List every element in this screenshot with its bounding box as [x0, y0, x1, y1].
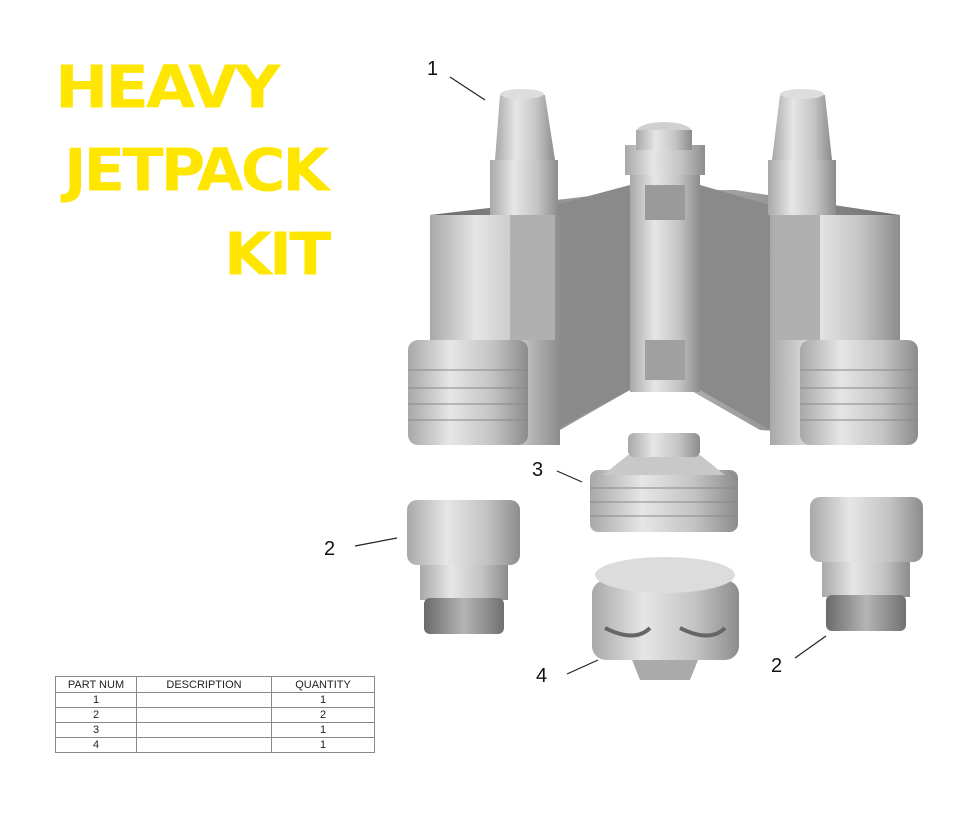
part-num: 2 — [55, 707, 137, 723]
part-num: 4 — [55, 737, 137, 753]
part-4 — [592, 557, 739, 680]
callout-2-left: 2 — [324, 538, 336, 560]
header-description: DESCRIPTION — [136, 676, 272, 693]
title-jetpack: JETPACK — [64, 135, 330, 205]
part-num: 1 — [55, 692, 137, 708]
quantity: 1 — [271, 737, 375, 753]
part-1-jetpack-body — [408, 89, 918, 445]
callout-2-right: 2 — [771, 655, 783, 677]
header-quantity: QUANTITY — [271, 676, 375, 693]
callout-3: 3 — [532, 459, 544, 481]
title-kit: KIT — [224, 219, 331, 289]
title-heavy: HEAVY — [55, 52, 280, 122]
callout-1: 1 — [427, 58, 439, 80]
leader-lines — [354, 76, 827, 675]
callout-4: 4 — [536, 665, 548, 687]
part-2-right — [810, 497, 923, 631]
header-part-num: PART NUM — [55, 676, 137, 693]
part-num: 3 — [55, 722, 137, 738]
part-2-left — [407, 500, 520, 634]
description — [136, 722, 272, 738]
description — [136, 737, 272, 753]
description — [136, 707, 272, 723]
quantity: 1 — [271, 722, 375, 738]
part-3 — [590, 433, 738, 532]
description — [136, 692, 272, 708]
quantity: 2 — [271, 707, 375, 723]
table-header-row: PART NUM DESCRIPTION QUANTITY — [55, 676, 375, 693]
quantity: 1 — [271, 692, 375, 708]
